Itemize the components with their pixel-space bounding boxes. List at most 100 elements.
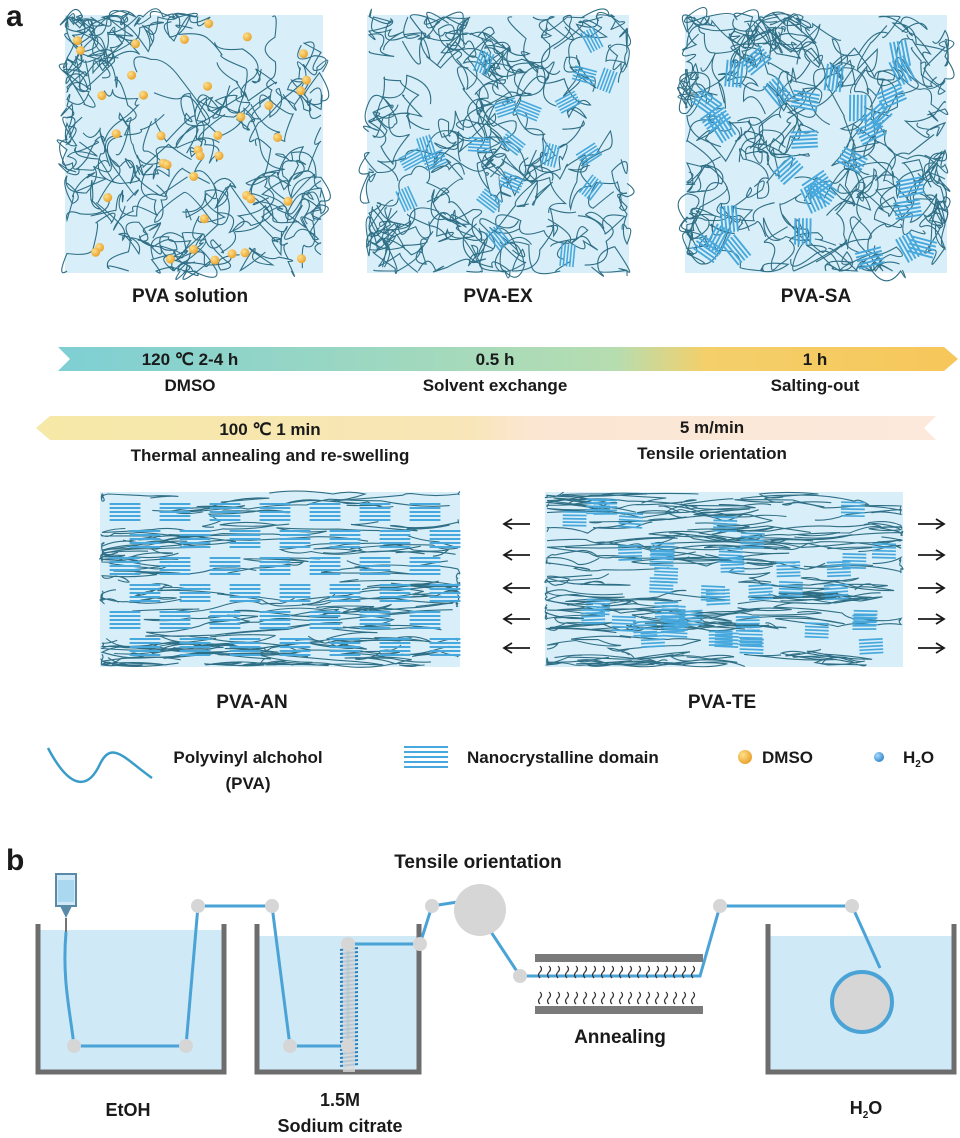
pva-chain [65, 8, 96, 65]
pva-chain [66, 171, 111, 223]
dmso-molecule [179, 35, 189, 44]
heat-wave [537, 965, 543, 979]
pva-chain [163, 534, 369, 546]
pva-chain [734, 491, 825, 508]
pva-chain [577, 211, 627, 266]
heat-wave [663, 991, 669, 1005]
pva-chain [246, 94, 295, 143]
heat-wave [573, 965, 579, 979]
pva-chain [794, 176, 897, 217]
pva-chain [803, 163, 860, 263]
pva-chain [252, 197, 316, 269]
dmso-molecule [195, 151, 205, 161]
pva-chain [838, 520, 904, 538]
pva-chain [101, 571, 181, 583]
pva-chain [362, 94, 394, 138]
heat-wave [627, 965, 633, 979]
pva-chain [175, 124, 220, 164]
pva-chain [878, 15, 955, 53]
heat-wave [555, 965, 561, 979]
dmso-molecule [273, 133, 283, 142]
pva-chain [845, 78, 898, 153]
pva-chain [483, 45, 516, 77]
pva-chain [733, 12, 821, 53]
pva-chain [782, 14, 824, 68]
pva-chain [94, 89, 140, 142]
pva-chain [927, 201, 946, 265]
heat-wave [672, 991, 678, 1005]
heat-wave [645, 991, 651, 1005]
pva-chain [210, 212, 272, 271]
pva-chain [501, 43, 555, 83]
pva-chain [112, 155, 159, 231]
pva-chain [545, 589, 625, 605]
pva-chain [920, 40, 949, 89]
pva-chain [100, 493, 179, 502]
heat-wave [654, 991, 660, 1005]
heat-wave [546, 991, 552, 1005]
pva-chain [358, 152, 397, 204]
pva-chain [685, 205, 735, 265]
pva-chain [544, 586, 677, 614]
dmso-molecule [283, 196, 293, 206]
dmso-molecule [127, 70, 137, 80]
left-arrow-icon [502, 582, 530, 594]
pva-chain [406, 189, 467, 228]
label-pva-ex: PVA-EX [463, 286, 533, 307]
pva-chain [373, 238, 428, 272]
pva-chain [538, 8, 610, 41]
dmso-molecule [76, 45, 85, 55]
bath2-label: Sodium citrate [277, 1116, 402, 1136]
panel-pva-an [98, 490, 461, 668]
heat-wave [546, 965, 552, 979]
pva-chain [436, 18, 477, 66]
pva-chain [437, 110, 503, 202]
step2-condition: 0.5 h [476, 350, 515, 369]
pva-chain [80, 8, 193, 63]
pva-chain [546, 533, 685, 560]
heat-wave [609, 965, 615, 979]
pva-chain [773, 602, 903, 626]
pva-chain [58, 58, 85, 92]
pva-chain [326, 624, 442, 642]
heat-wave [636, 965, 642, 979]
legend-nano-label: Nanocrystalline domain [467, 748, 659, 767]
pva-chain [366, 192, 399, 257]
heat-wave [573, 991, 579, 1005]
pva-chain [605, 27, 628, 83]
pva-chain [92, 29, 141, 75]
pva-chain [671, 549, 790, 566]
label-pva-te: PVA-TE [688, 692, 756, 713]
pva-chain [785, 648, 867, 667]
bath3-label: H2O [850, 1098, 883, 1121]
pva-chain [217, 175, 292, 234]
label-pva-an: PVA-AN [216, 692, 287, 713]
pva-chain [100, 531, 190, 544]
pva-chain [433, 130, 484, 162]
pva-chain [826, 174, 879, 216]
dmso-molecule [242, 32, 252, 42]
pva-chain [426, 159, 465, 203]
pva-chain [82, 127, 140, 185]
annealing-heater [535, 954, 703, 1014]
pva-chain [611, 654, 746, 668]
pva-chain [90, 167, 210, 217]
sodium-citrate-bath [254, 924, 422, 1075]
dmso-molecules [72, 19, 311, 265]
pva-chain [882, 134, 949, 226]
pva-chain [138, 235, 192, 272]
pva-chain [185, 113, 226, 221]
legend-pva-label: Polyvinyl alchohol [173, 748, 322, 767]
pva-chain [375, 74, 432, 129]
panel-a-letter: a [6, 0, 23, 33]
right-arrow-icon [918, 518, 946, 530]
heat-wave [654, 965, 660, 979]
pva-chain [843, 139, 896, 205]
pva-chain [463, 218, 519, 264]
pva-chain [727, 33, 766, 115]
pva-chain [133, 56, 256, 137]
pva-chain [124, 143, 192, 197]
heat-wave [645, 965, 651, 979]
pva-chain [730, 180, 767, 237]
